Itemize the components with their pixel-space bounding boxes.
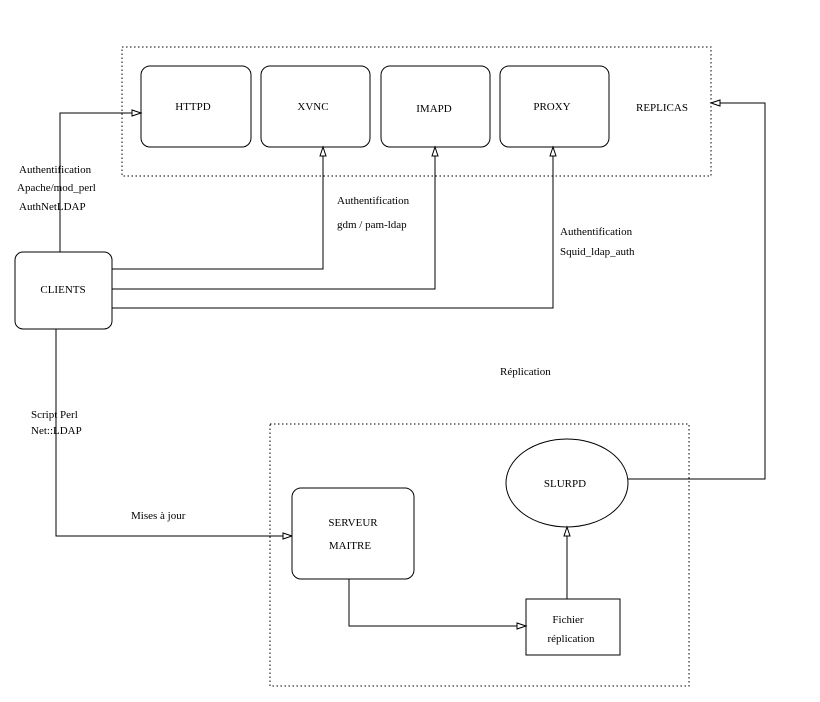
clients-imapd-connector: [112, 156, 436, 290]
clients-box: [14, 251, 113, 330]
server-file-connector: [348, 579, 517, 627]
proxy-arrowhead: [549, 145, 557, 157]
slurpd-label: SLURPD: [544, 478, 586, 490]
proxy-label: PROXY: [533, 101, 570, 113]
proxy-box: [499, 65, 610, 148]
updates-label: Mises à jour: [131, 510, 186, 522]
xvnc-auth-line-2: gdm / pam-ldap: [337, 219, 407, 231]
master-arrowhead: [282, 532, 294, 540]
master-server-box: [291, 487, 415, 580]
replication-file-box: [525, 598, 621, 656]
script-label-line-1: Script Perl: [31, 409, 78, 421]
httpd-auth-line-1: Authentification: [19, 164, 92, 176]
proxy-auth-line-2: Squid_ldap_auth: [560, 246, 635, 258]
master-server-line-1: SERVEUR: [328, 517, 378, 529]
replicas-arrowhead: [709, 99, 721, 107]
replicas-label: REPLICAS: [636, 102, 688, 114]
xvnc-auth-line-1: Authentification: [337, 195, 410, 207]
replication-file-line-1: Fichier: [552, 614, 583, 626]
xvnc-box: [260, 65, 371, 148]
replication-file-line-2: réplication: [547, 633, 595, 645]
master-server-line-2: MAITRE: [329, 540, 371, 552]
replication-label: Réplication: [500, 366, 551, 378]
imapd-arrowhead: [431, 145, 439, 157]
replicas-frame: [121, 46, 712, 177]
xvnc-arrowhead: [319, 145, 327, 157]
slurpd-arrowhead: [563, 525, 571, 537]
httpd-arrowhead: [131, 109, 143, 117]
httpd-label: HTTPD: [175, 101, 211, 113]
clients-proxy-connector: [112, 156, 554, 309]
clients-xvnc-connector: [112, 156, 324, 270]
file-arrowhead: [516, 622, 528, 630]
httpd-box: [140, 65, 252, 148]
slurpd-replicas-connector: [628, 102, 766, 480]
updates-connector: [55, 329, 283, 537]
httpd-auth-line-3: AuthNetLDAP: [19, 201, 86, 213]
imapd-label: IMAPD: [416, 103, 452, 115]
proxy-auth-line-1: Authentification: [560, 226, 633, 238]
httpd-auth-line-2: Apache/mod_perl: [17, 182, 96, 194]
clients-label: CLIENTS: [40, 284, 85, 296]
master-frame: [269, 423, 690, 687]
clients-httpd-connector: [59, 112, 132, 252]
script-label-line-2: Net::LDAP: [31, 425, 82, 437]
xvnc-label: XVNC: [297, 101, 328, 113]
